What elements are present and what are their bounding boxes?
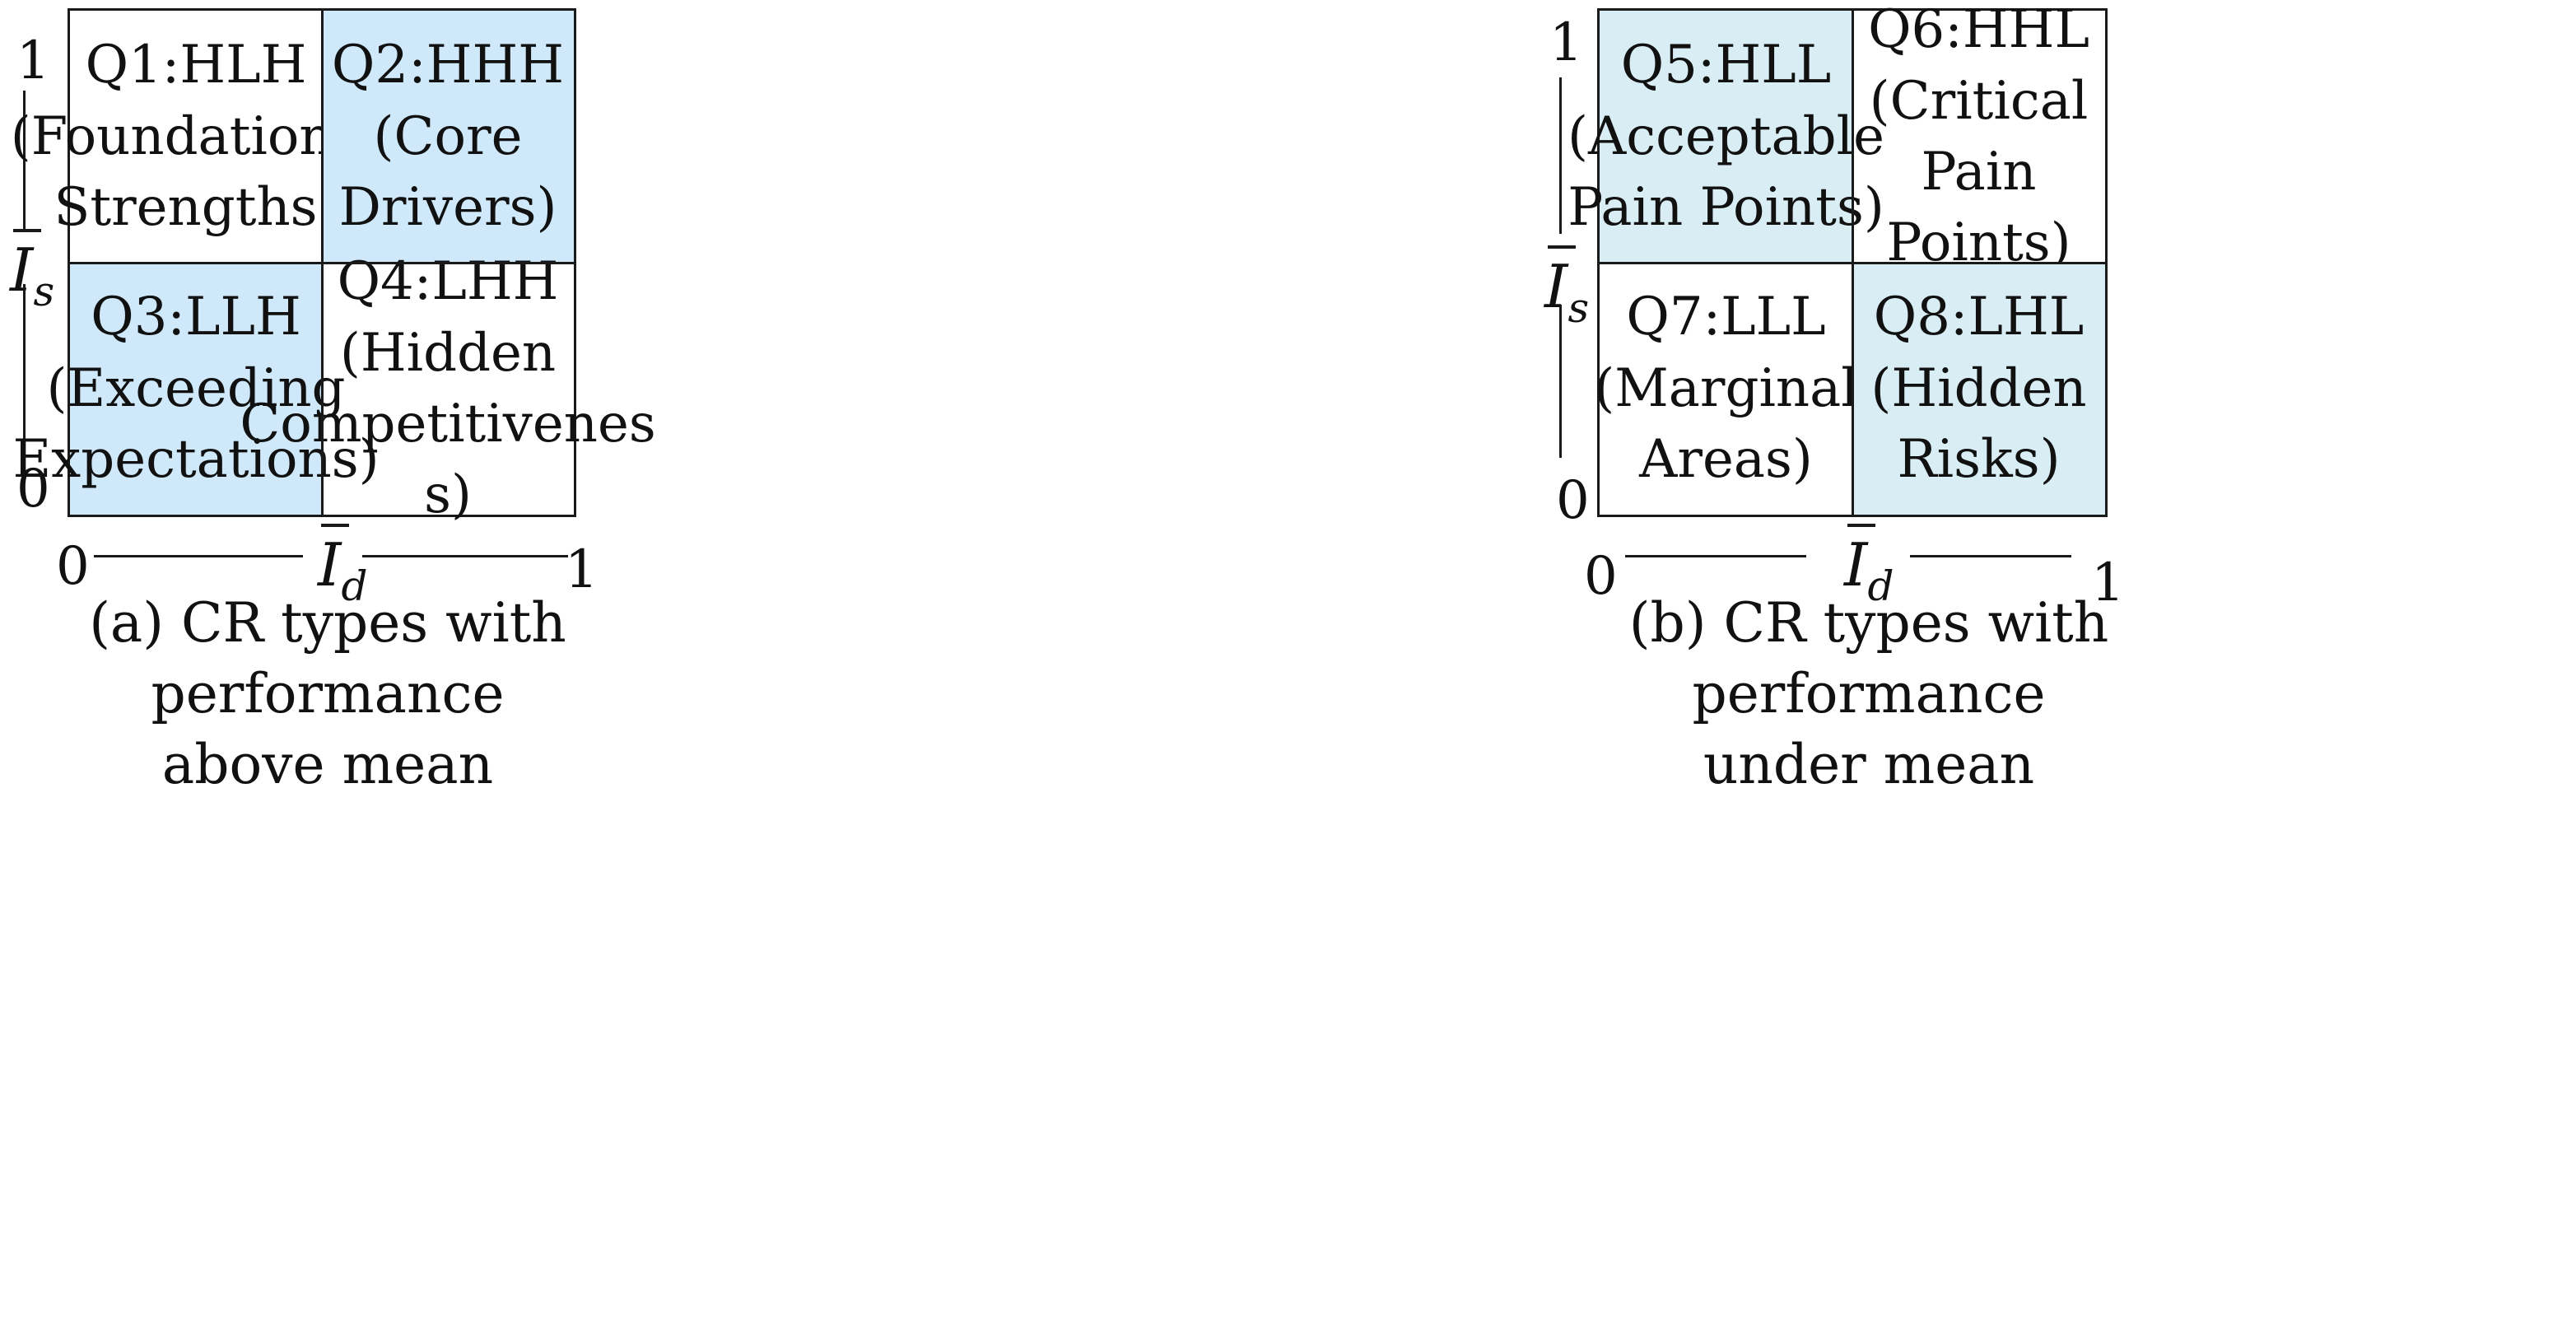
y-axis-symbol: Is	[10, 229, 54, 312]
x-tick-left: 0	[56, 536, 90, 597]
cell-q2-label: Q2:HHH (Core Drivers)	[331, 35, 565, 239]
quadrant-grid-b: Q5:HLL (Acceptable Pain Points) Q6:HHL (…	[1567, 0, 2108, 517]
caption-a: (a) CR types with performance above mean	[89, 591, 566, 796]
grid-divider-horizontal	[1600, 262, 2105, 264]
x-axis-line-left	[94, 555, 303, 557]
cell-q8: Q8:LHL (Hidden Risks)	[1852, 263, 2105, 515]
cell-q6-label: Q6:HHL (Critical Pain Points)	[1868, 0, 2089, 274]
y-axis-line-lower	[1559, 305, 1562, 458]
cell-q6: Q6:HHL (Critical Pain Points)	[1852, 0, 2105, 273]
cell-q5: Q5:HLL (Acceptable Pain Points)	[1567, 11, 1884, 263]
x-tick-right: 1	[565, 539, 599, 600]
cell-q2: Q2:HHH (Core Drivers)	[322, 11, 574, 263]
cell-q1: Q1:HLH (Foundational Strengths)	[11, 11, 382, 263]
cell-q7-label: Q7:LLL (Marginal Areas)	[1594, 287, 1858, 491]
x-axis-line-right	[362, 555, 568, 557]
overline-mark	[13, 229, 41, 232]
y-axis-line-lower	[23, 284, 26, 449]
y-axis-line-upper	[23, 91, 26, 229]
cell-q4: Q4:LHH (Hidden Competitivenes s)	[240, 251, 655, 525]
y-axis-symbol: Is	[1544, 245, 1589, 329]
cell-q3-label: Q3:LLH (Exceeding Expectations)	[12, 287, 380, 491]
panel-a: 1 Is 0 Q1:HLH (Foundational Strengths) Q…	[10, 8, 656, 796]
cell-q7: Q7:LLL (Marginal Areas)	[1594, 263, 1858, 515]
y-tick-top: 1	[16, 30, 50, 91]
panel-b: 1 Is 0 Q5:HLL (Acceptable Pain Points) Q…	[1288, 0, 2575, 1329]
y-tick-bottom: 0	[16, 459, 50, 520]
x-axis-line-right	[1910, 555, 2071, 557]
cell-q3: Q3:LLH (Exceeding Expectations)	[12, 263, 380, 515]
overline-mark	[1847, 524, 1875, 527]
cell-q4-label: Q4:LHH (Hidden Competitivenes s)	[240, 251, 656, 526]
overline-mark	[321, 524, 349, 527]
grid-divider-horizontal	[70, 262, 574, 264]
quadrant-grid-a: Q1:HLH (Foundational Strengths) Q2:HHH (…	[11, 8, 656, 525]
cell-q1-label: Q1:HLH (Foundational Strengths)	[10, 35, 382, 239]
x-tick-left: 0	[1584, 546, 1618, 607]
x-axis-symbol: Id	[318, 524, 367, 607]
overline-mark	[1548, 245, 1576, 249]
caption-b: (b) CR types with performance under mean	[1628, 591, 2109, 796]
y-axis-line-upper	[1559, 77, 1562, 234]
x-axis-line-left	[1625, 555, 1806, 557]
cell-q8-label: Q8:LHL (Hidden Risks)	[1870, 287, 2087, 491]
x-axis-symbol: Id	[1844, 524, 1894, 607]
y-tick-top: 1	[1549, 12, 1583, 73]
x-tick-right: 1	[2091, 553, 2125, 613]
y-tick-bottom: 0	[1556, 470, 1590, 531]
cell-q5-label: Q5:HLL (Acceptable Pain Points)	[1567, 35, 1884, 239]
